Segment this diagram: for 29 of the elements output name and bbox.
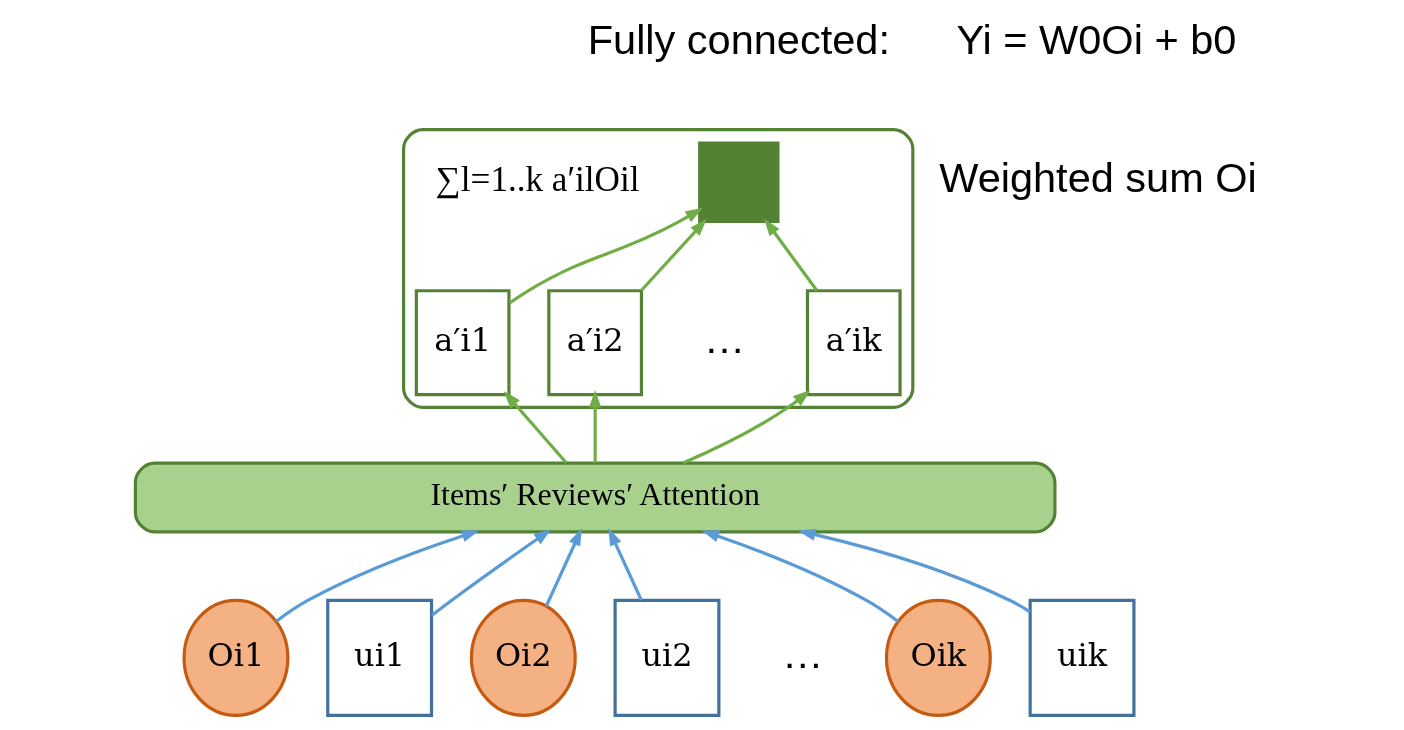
- node-box: Items′ Reviews′ Attention: [133, 461, 1056, 534]
- arrow: [763, 218, 818, 292]
- arrow: [639, 218, 707, 292]
- label: …: [781, 629, 823, 677]
- node-circle: Oi1: [182, 598, 289, 717]
- arrow: [681, 389, 810, 465]
- arrow: [797, 528, 1031, 614]
- node-circle: Oi2: [469, 598, 577, 717]
- node-box: ui1: [325, 598, 433, 717]
- label: …: [703, 314, 745, 362]
- node-circle: Oik: [884, 598, 992, 717]
- arrow: [503, 391, 567, 464]
- node-box: a′i1: [414, 289, 511, 397]
- node-box: a′ik: [805, 289, 902, 397]
- node-box: a′i2: [546, 289, 643, 397]
- label: Fully connected:: [587, 16, 890, 64]
- arrow: [508, 207, 703, 305]
- label: Weighted sum Oi: [938, 154, 1257, 202]
- arrow: [588, 389, 601, 463]
- arrow: [274, 530, 479, 623]
- node-label: ∑l=1..k a′ilOil: [435, 160, 640, 200]
- arrow: [544, 528, 582, 607]
- arrow: [701, 530, 899, 623]
- arrow: [607, 528, 643, 601]
- node-box: [697, 141, 780, 223]
- node-box: uik: [1028, 598, 1135, 717]
- label: Yi = W0Oi + b0: [955, 16, 1236, 64]
- arrow: [430, 529, 551, 617]
- node-box: ui2: [613, 598, 720, 717]
